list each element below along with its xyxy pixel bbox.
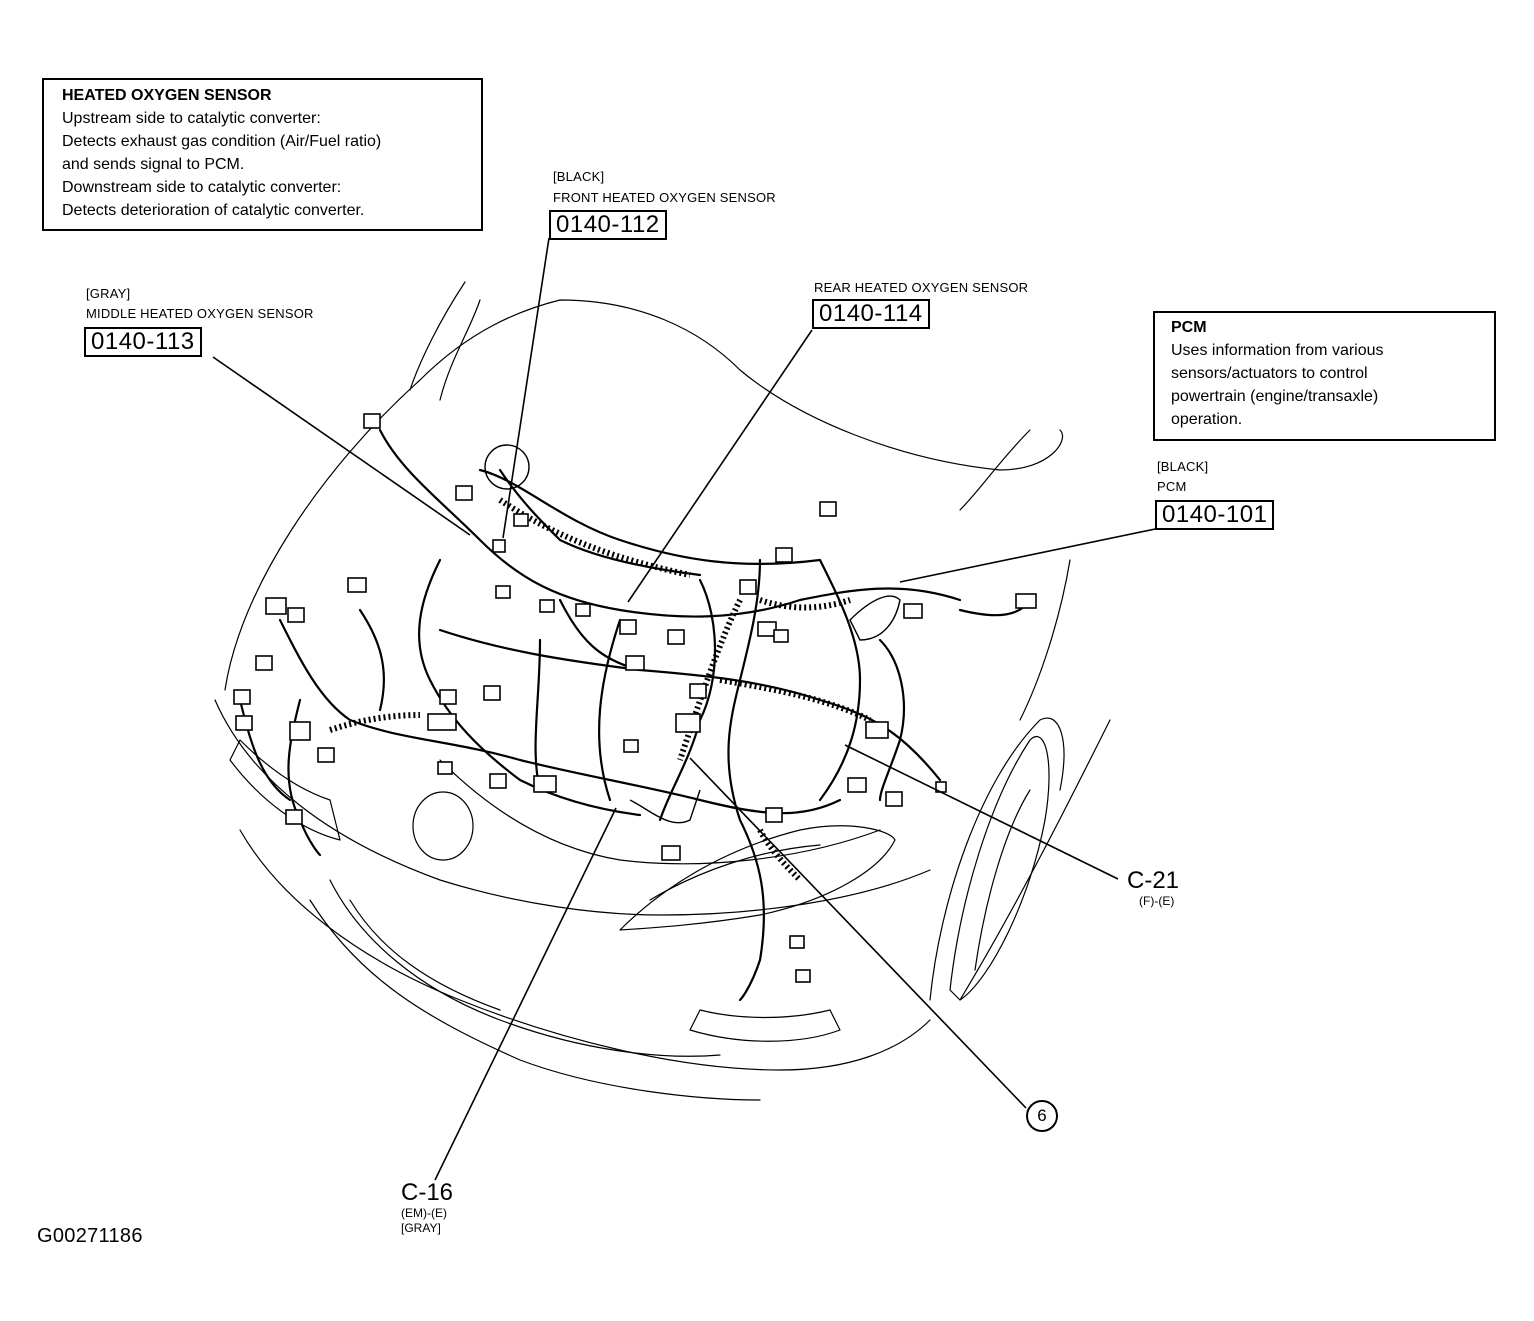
rear-sensor-name: REAR HEATED OXYGEN SENSOR xyxy=(814,280,1029,295)
pcm-connector-code[interactable]: 0140-101 xyxy=(1155,500,1275,530)
tire-outer xyxy=(949,736,1050,1001)
front-lamp-circle xyxy=(412,791,474,861)
middle-sensor-color: [GRAY] xyxy=(86,286,131,301)
fender-arch xyxy=(929,717,1065,1001)
connector-c21-sub: (F)-(E) xyxy=(1139,894,1175,908)
pcm-connector-color: [BLACK] xyxy=(1157,459,1209,474)
figure-id: G00271186 xyxy=(37,1225,143,1247)
connector-c16: C-16 (EM)-(E) [GRAY] xyxy=(401,1180,453,1236)
front-sensor-name: FRONT HEATED OXYGEN SENSOR xyxy=(553,190,776,205)
pcm-info-line: sensors/actuators to control xyxy=(1171,365,1368,382)
info-box-line: Downstream side to catalytic converter: xyxy=(62,179,342,196)
pcm-info-line: operation. xyxy=(1171,411,1243,428)
fog-lamp-recess xyxy=(689,1009,841,1042)
windshield-line xyxy=(959,429,1031,511)
connector-c16-sub: (EM)-(E) xyxy=(401,1206,447,1220)
info-box-title: HEATED OXYGEN SENSOR xyxy=(62,87,272,104)
front-sensor-color: [BLACK] xyxy=(553,169,605,184)
pcm-info-line: powertrain (engine/transaxle) xyxy=(1171,388,1379,405)
side-panel xyxy=(1019,559,1071,721)
hood-left-edge xyxy=(409,281,466,391)
info-box-line: Detects deterioration of catalytic conve… xyxy=(62,202,365,219)
front-sensor-code[interactable]: 0140-112 xyxy=(549,210,667,240)
pcm-connector-name: PCM xyxy=(1157,479,1187,494)
heated-oxygen-sensor-info-box: HEATED OXYGEN SENSOR Upstream side to ca… xyxy=(42,78,483,231)
grille-opening xyxy=(329,879,721,1057)
middle-sensor-name: MIDDLE HEATED OXYGEN SENSOR xyxy=(86,306,314,321)
hood-crease xyxy=(439,299,481,401)
front-panel xyxy=(439,759,881,865)
tire-inner xyxy=(974,789,1031,971)
wire-harness xyxy=(238,428,1032,1002)
hood-outline xyxy=(224,299,1064,691)
connector-c16-color: [GRAY] xyxy=(401,1221,441,1235)
middle-sensor-code[interactable]: 0140-113 xyxy=(84,327,202,357)
info-box-line: Detects exhaust gas condition (Air/Fuel … xyxy=(62,133,382,150)
bumper-lower xyxy=(239,829,931,1071)
grille-inner xyxy=(349,899,501,1011)
bumper-bottom xyxy=(309,899,761,1101)
pcm-info-title: PCM xyxy=(1171,319,1207,336)
leader-lines xyxy=(212,237,1161,1181)
info-box-line: and sends signal to PCM. xyxy=(62,156,245,173)
info-box-line: Upstream side to catalytic converter: xyxy=(62,110,321,127)
reference-number-circle: 6 xyxy=(1026,1100,1058,1132)
connector-c21-name: C-21 xyxy=(1127,867,1180,894)
left-headlamp xyxy=(229,739,341,841)
headlamp-inner xyxy=(649,844,821,901)
harness-connectors xyxy=(233,413,1037,983)
fender-line xyxy=(959,719,1111,1001)
pcm-info-line: Uses information from various xyxy=(1171,342,1384,359)
connector-c21: C-21 (F)-(E) xyxy=(1127,868,1179,909)
pcm-info-box: PCM Uses information from various sensor… xyxy=(1153,311,1496,441)
headlamp-main xyxy=(619,825,896,931)
rear-sensor-code[interactable]: 0140-114 xyxy=(812,299,930,329)
connector-c16-name: C-16 xyxy=(401,1179,454,1206)
